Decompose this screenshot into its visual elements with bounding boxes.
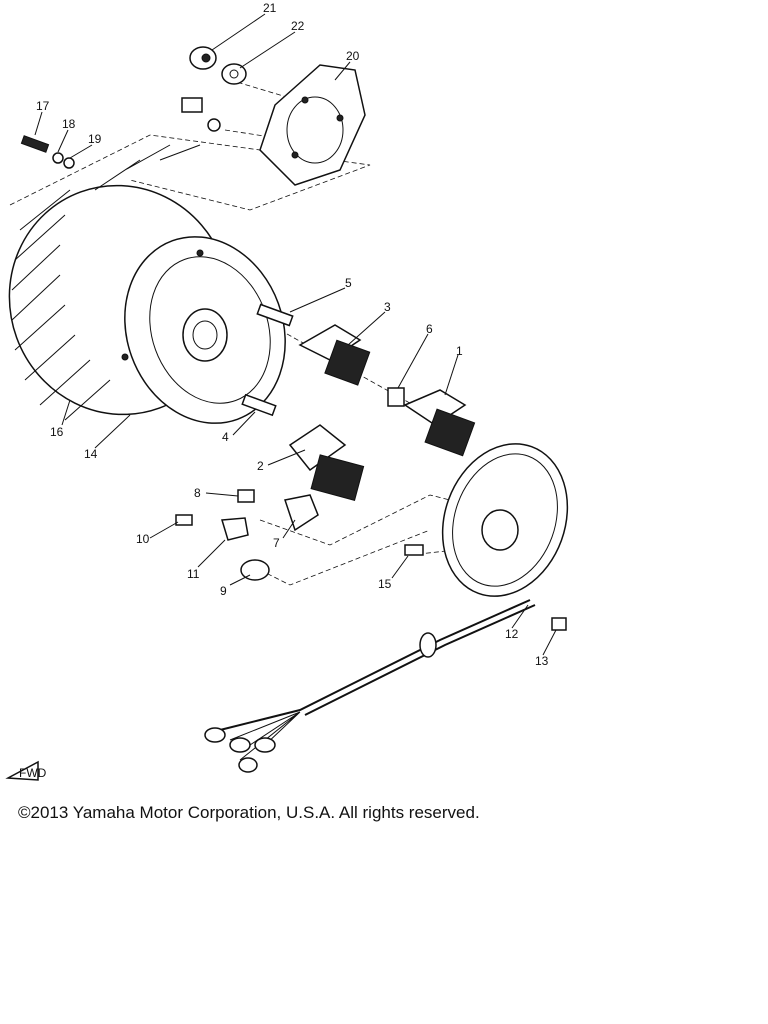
washer-19: [63, 157, 75, 169]
screw-4: [241, 393, 277, 417]
condenser-9: [240, 559, 270, 581]
coil-3: [298, 324, 371, 386]
screw-13: [551, 617, 567, 631]
copyright-notice: ©2013 Yamaha Motor Corporation, U.S.A. A…: [18, 803, 480, 822]
screw-8: [237, 489, 255, 503]
flywheel: [8, 144, 286, 424]
label-19: 19: [88, 132, 102, 146]
small-nut: [181, 97, 221, 132]
label-7: 7: [273, 536, 280, 550]
label-4: 4: [222, 430, 229, 444]
screw-15: [404, 544, 424, 556]
label-6: 6: [426, 322, 433, 336]
label-21: 21: [263, 1, 277, 15]
coil-2: [288, 424, 365, 501]
label-15: 15: [378, 577, 392, 591]
label-1: 1: [456, 344, 463, 358]
exploded-parts-diagram: FWD 21 22 20 17 18 19 5 3 6 1: [5, 1, 569, 781]
spacer-6: [387, 387, 405, 407]
label-9: 9: [220, 584, 227, 598]
label-11: 11: [187, 567, 200, 581]
cam-plate-20: [259, 64, 366, 186]
clip-11: [221, 517, 249, 541]
label-20: 20: [346, 49, 360, 63]
label-2: 2: [257, 459, 264, 473]
label-22: 22: [291, 19, 305, 33]
coil-1: [403, 389, 476, 457]
label-3: 3: [384, 300, 391, 314]
part-number-labels: 21 22 20 17 18 19 5 3 6 1 4 2 8 7 10 11 …: [36, 1, 549, 668]
screw-10: [175, 514, 193, 526]
label-17: 17: [36, 99, 50, 113]
stator-plate: [441, 443, 569, 597]
screw-5: [256, 303, 294, 327]
fwd-text: FWD: [19, 766, 47, 780]
label-16: 16: [50, 425, 64, 439]
bolt-17: [20, 135, 50, 153]
nut-21: [189, 46, 217, 70]
label-12: 12: [505, 627, 519, 641]
wire-harness: [204, 599, 536, 773]
fwd-arrow-marker: FWD: [5, 760, 47, 781]
label-10: 10: [136, 532, 150, 546]
breaker-7: [284, 494, 319, 532]
label-18: 18: [62, 117, 76, 131]
washer-22: [221, 63, 247, 85]
leader-lines: [34, 13, 557, 656]
washer-18: [52, 152, 64, 164]
label-14: 14: [84, 447, 98, 461]
flywheel-fins: [11, 144, 201, 421]
label-8: 8: [194, 486, 201, 500]
label-5: 5: [345, 276, 352, 290]
label-13: 13: [535, 654, 549, 668]
